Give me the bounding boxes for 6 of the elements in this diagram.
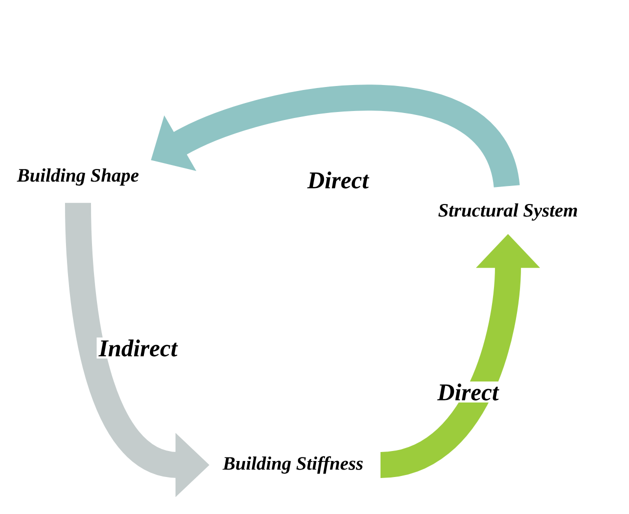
edge-label: Direct	[305, 170, 371, 190]
text-label: Structural System	[438, 203, 578, 221]
text-label: Building Shape	[16, 168, 139, 186]
edge-label: Direct	[435, 382, 501, 402]
edge-label: Indirect	[96, 338, 180, 358]
text-label: Building Stiffness	[222, 456, 363, 474]
